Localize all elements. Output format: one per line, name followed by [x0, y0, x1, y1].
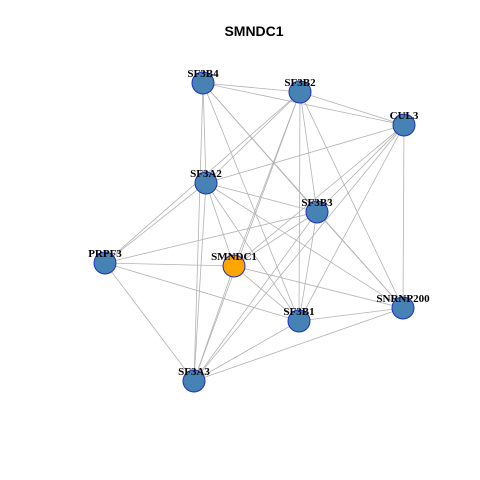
node-label-snrnp200: SNRNP200: [376, 293, 430, 305]
node-prpf3[interactable]: [93, 251, 117, 275]
node-sf3a3[interactable]: [182, 369, 206, 393]
edge-sf3b2-snrnp200: [299, 91, 404, 309]
edge-cul3-smndc1: [233, 124, 405, 267]
edge-sf3b2-sf3a2: [205, 91, 301, 184]
node-cul3[interactable]: [392, 113, 416, 137]
edge-prpf3-sf3b1: [104, 262, 300, 322]
edge-prpf3-sf3a3: [104, 262, 195, 382]
node-label-sf3a3: SF3A3: [178, 366, 210, 378]
edge-smndc1-sf3b1: [233, 265, 300, 322]
node-label-cul3: CUL3: [390, 110, 419, 122]
edge-sf3a2-smndc1: [205, 182, 235, 267]
node-sf3b3[interactable]: [305, 200, 329, 224]
edge-cul3-sf3b1: [298, 124, 405, 322]
node-label-sf3b4: SF3B4: [187, 68, 219, 80]
edge-sf3b1-snrnp200: [298, 307, 404, 322]
node-label-smndc1: SMNDC1: [211, 251, 257, 263]
edge-sf3a2-sf3b3: [205, 182, 318, 213]
edge-sf3b3-smndc1: [233, 211, 318, 267]
graph-title: SMNDC1: [224, 23, 283, 39]
node-sf3b1[interactable]: [287, 309, 311, 333]
node-smndc1[interactable]: [222, 254, 246, 278]
edge-sf3b4-sf3b2: [202, 82, 301, 93]
edge-sf3a2-sf3b1: [205, 182, 300, 322]
edge-sf3b3-sf3a3: [193, 211, 318, 382]
node-snrnp200[interactable]: [391, 296, 415, 320]
node-sf3a2[interactable]: [194, 171, 218, 195]
node-label-sf3a2: SF3A2: [190, 168, 222, 180]
edge-sf3b2-sf3b1: [298, 91, 301, 322]
edge-sf3b3-snrnp200: [316, 211, 404, 309]
node-sf3b4[interactable]: [191, 71, 215, 95]
edge-sf3b3-prpf3: [104, 211, 318, 264]
edge-sf3a2-prpf3: [104, 182, 207, 264]
node-label-sf3b3: SF3B3: [301, 197, 333, 209]
edge-sf3b1-sf3a3: [193, 320, 300, 382]
edge-cul3-snrnp200: [402, 124, 405, 309]
node-sf3b2[interactable]: [288, 80, 312, 104]
edge-sf3b4-sf3b1: [202, 82, 300, 322]
node-label-prpf3: PRPF3: [88, 248, 122, 260]
edge-sf3b4-cul3: [202, 82, 405, 126]
edge-sf3a2-snrnp200: [205, 182, 404, 309]
edge-sf3b2-sf3a3: [193, 91, 301, 382]
edge-sf3b4-sf3a3: [193, 82, 204, 382]
edge-prpf3-smndc1: [104, 262, 235, 267]
edge-cul3-sf3b3: [316, 124, 405, 213]
edge-smndc1-sf3a3: [193, 265, 235, 382]
edge-sf3b3-sf3b1: [298, 211, 318, 322]
edge-smndc1-snrnp200: [233, 265, 404, 309]
edge-sf3b4-sf3a2: [202, 82, 207, 184]
edge-sf3b2-sf3b3: [299, 91, 318, 213]
node-layer: [93, 71, 416, 393]
edge-cul3-sf3a2: [205, 124, 405, 184]
node-label-sf3b1: SF3B1: [283, 306, 314, 318]
edge-snrnp200-sf3a3: [193, 307, 404, 382]
edge-sf3b2-cul3: [299, 91, 405, 126]
edge-sf3a2-sf3a3: [193, 182, 207, 382]
edge-cul3-sf3a3: [193, 124, 405, 382]
node-label-sf3b2: SF3B2: [284, 77, 316, 89]
